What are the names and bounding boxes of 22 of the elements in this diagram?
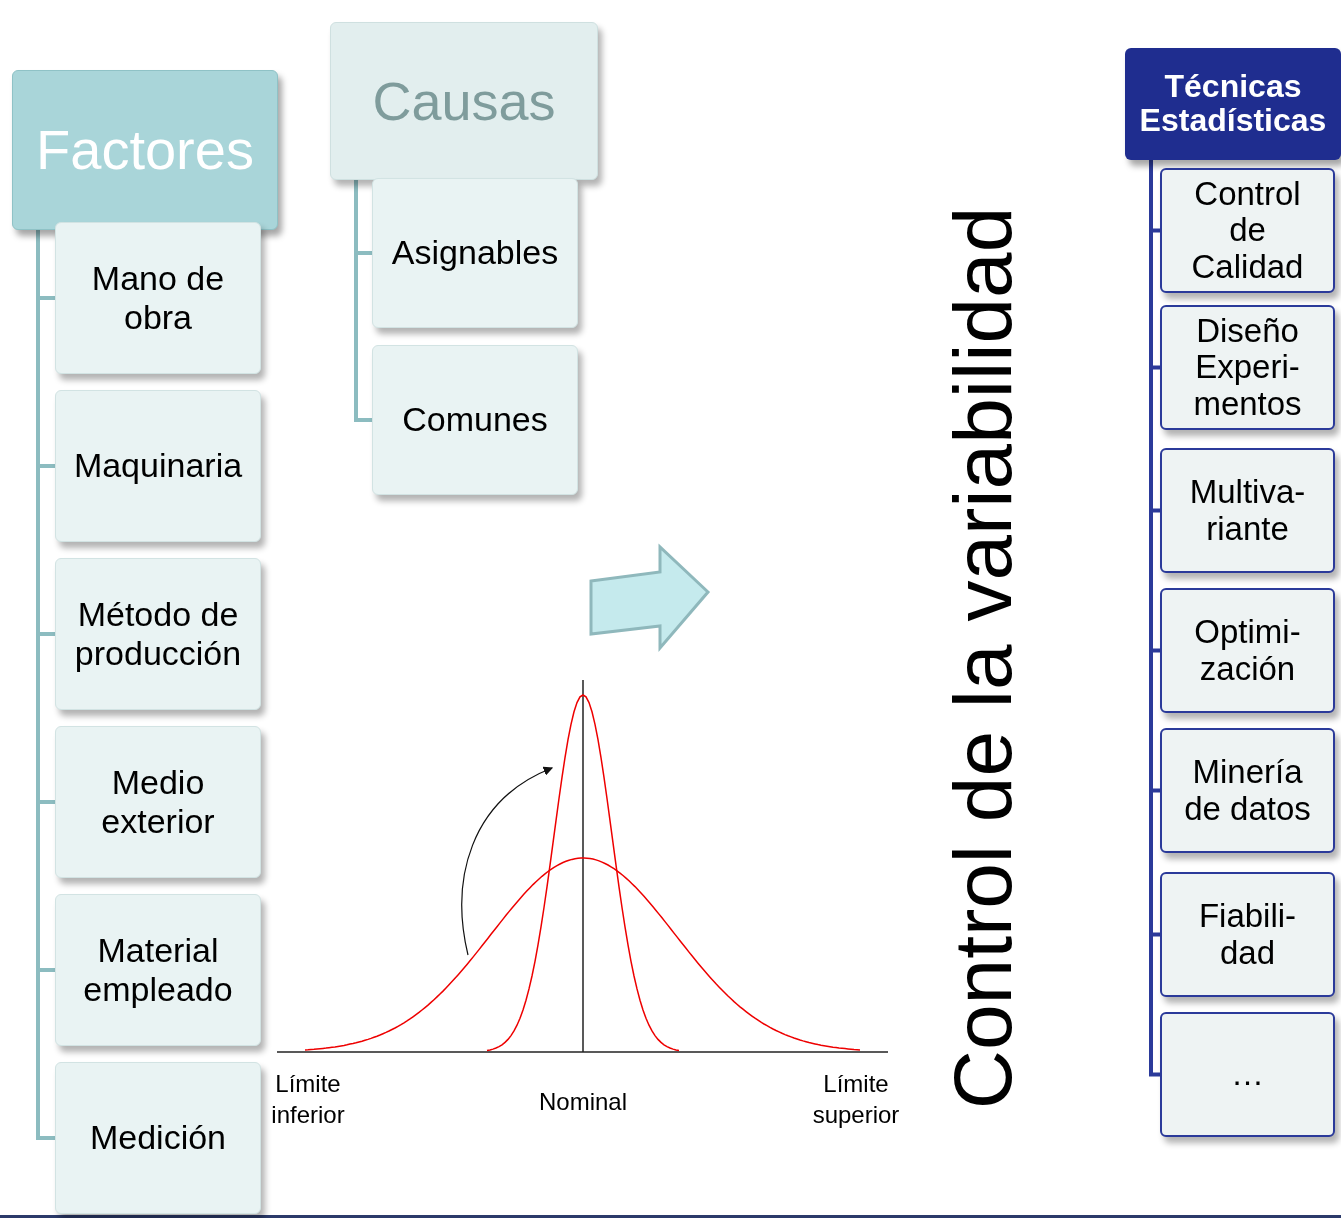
item-box: Multiva- riante <box>1160 448 1335 573</box>
item-box: Comunes <box>372 345 578 495</box>
header-box: Técnicas Estadísticas <box>1125 48 1341 160</box>
item-box: Diseño Experi- mentos <box>1160 305 1335 430</box>
item-box: Minería de datos <box>1160 728 1335 853</box>
item-box: … <box>1160 1012 1335 1137</box>
header-box: Factores <box>12 70 278 230</box>
item-box: Mano de obra <box>55 222 261 374</box>
item-box: Medición <box>55 1062 261 1214</box>
item-box: Medio exterior <box>55 726 261 878</box>
axis-label: Nominal <box>538 1087 628 1117</box>
item-box: Método de producción <box>55 558 261 710</box>
item-box: Maquinaria <box>55 390 261 542</box>
item-box: Material empleado <box>55 894 261 1046</box>
axis-label: Límite inferior <box>270 1069 346 1131</box>
item-box: Control de Calidad <box>1160 168 1335 293</box>
item-box: Asignables <box>372 178 578 328</box>
vertical-title: Control de la variabilidad <box>938 205 1028 1112</box>
item-box: Optimi- zación <box>1160 588 1335 713</box>
header-box: Causas <box>330 22 598 180</box>
axis-label: Límite superior <box>811 1069 901 1131</box>
item-box: Fiabili- dad <box>1160 872 1335 997</box>
